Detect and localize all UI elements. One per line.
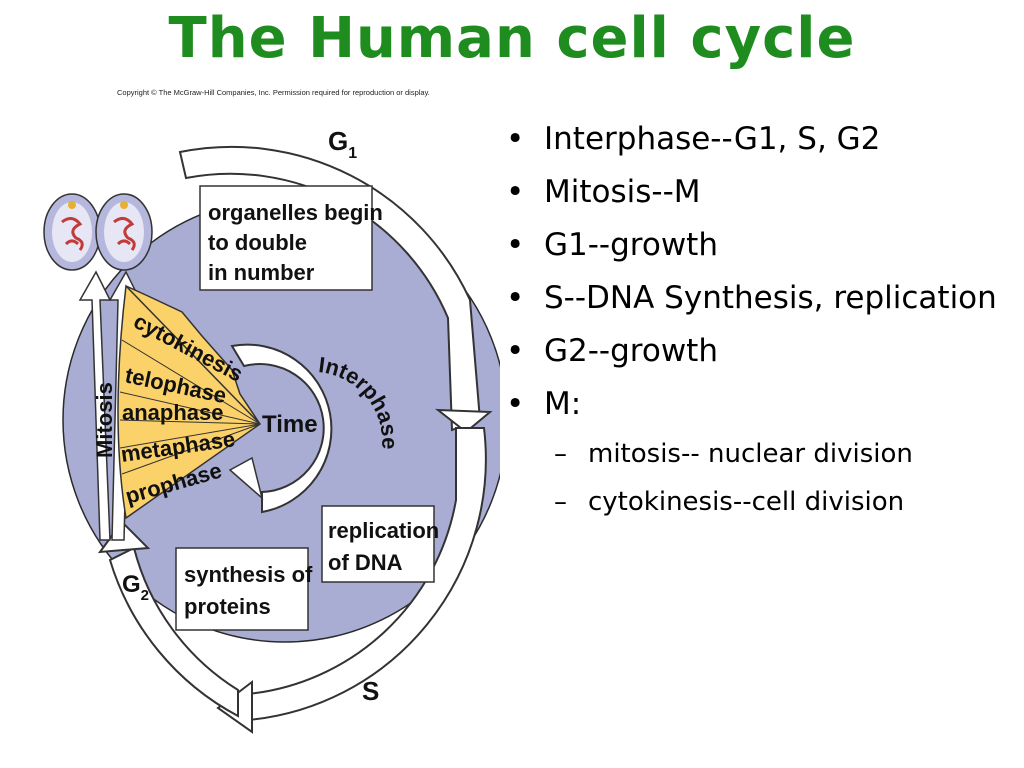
g2-arrow-band [108,546,239,718]
svg-text:organelles begin: organelles begin [208,200,383,225]
copyright-notice: Copyright © The McGraw-Hill Companies, I… [117,88,430,97]
interphase-arrowhead-icon [228,456,264,501]
cell-cycle-diagram: G1 G2 S Time Mitosis Interphase cytokine… [43,126,500,734]
bullet-list: Interphase--G1, S, G2 Mitosis--M G1--gro… [506,118,1006,532]
bullet-mitosis: Mitosis--M [506,171,1006,213]
mitosis-wedge [117,284,262,520]
bullet-g1: G1--growth [506,224,1006,266]
bullet-s: S--DNA Synthesis, replication [506,277,1006,319]
sub-bullet-cytokinesis: cytokinesis--cell division [506,484,1006,520]
mitosis-label: Mitosis [92,382,117,458]
slide-title: The Human cell cycle [168,6,856,71]
svg-text:synthesis of: synthesis of [184,562,313,587]
sub-bullet-mitosis: mitosis-- nuclear division [506,436,1006,472]
svg-text:in number: in number [208,260,315,285]
daughter-cell-right [95,193,153,271]
svg-text:to double: to double [208,230,307,255]
box-synthesis: synthesis of proteins [175,547,313,631]
bullet-interphase: Interphase--G1, S, G2 [506,118,1006,160]
svg-text:of DNA: of DNA [328,550,403,575]
bullet-g2: G2--growth [506,330,1006,372]
g1-arrowhead-icon [434,408,493,434]
s-arrow-band [247,427,487,722]
mitosis-arrow-left [78,270,112,541]
box-replication: replication of DNA [321,505,439,583]
time-label: Time [262,411,318,438]
g2-label: G2 [122,571,149,604]
bullet-m: M: [506,383,1006,425]
daughter-cell-left [43,193,101,271]
svg-text:proteins: proteins [184,594,271,619]
stage-anaphase: anaphase [122,400,224,425]
box-organelles: organelles begin to double in number [199,185,383,291]
g1-label: G1 [328,126,357,162]
svg-text:replication: replication [328,518,439,543]
interphase-ring [230,343,333,514]
s-label: S [362,676,379,706]
bullet-m-label: M: [544,386,582,422]
